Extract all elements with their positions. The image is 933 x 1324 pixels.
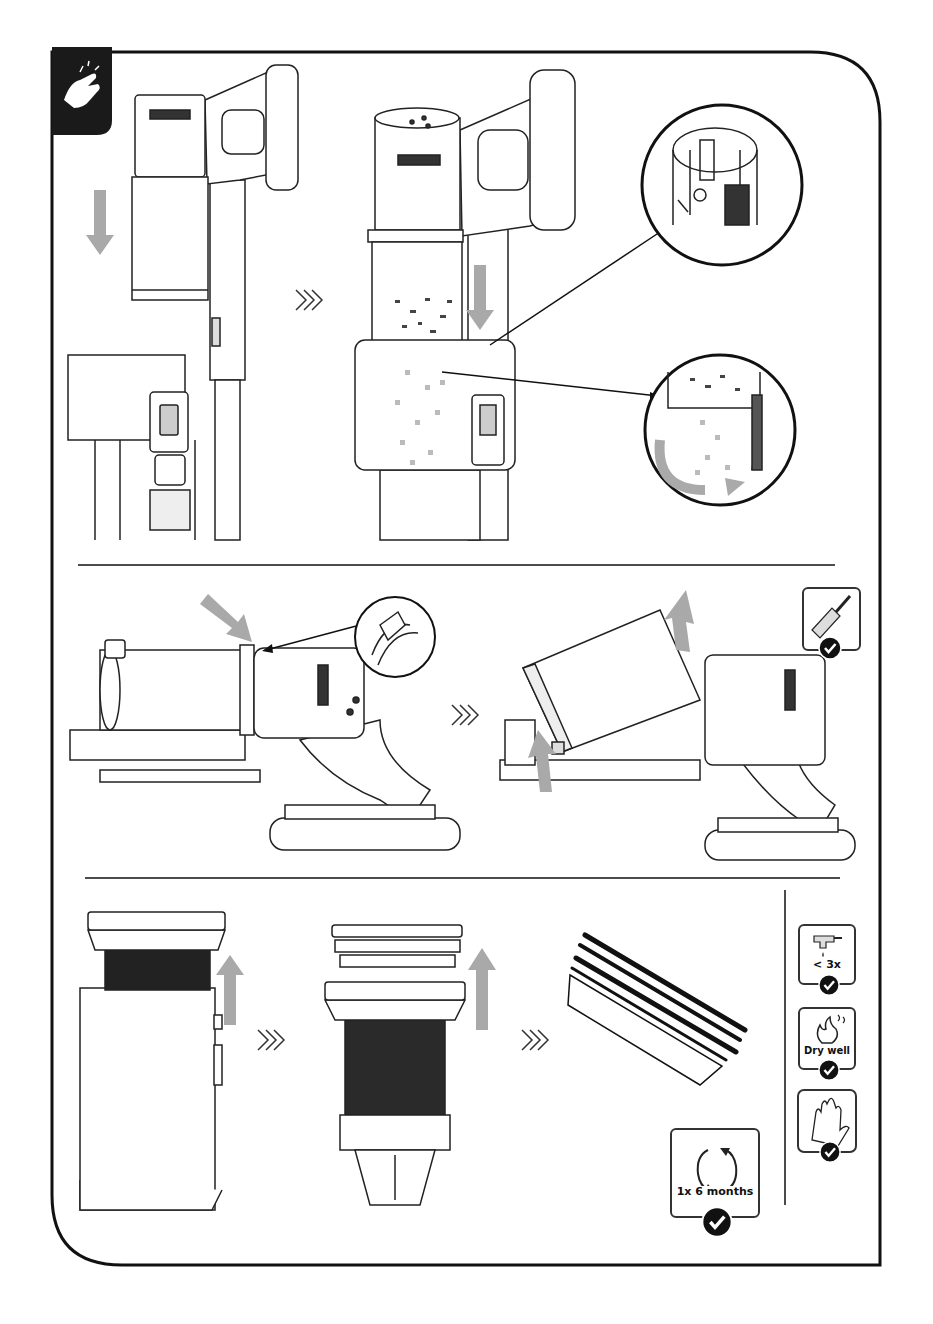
filter-strips [568,935,745,1085]
gloves-icon [798,1090,856,1162]
icon-box: < 3x [798,924,856,985]
grey-arrow [466,265,494,330]
icon-art [800,926,858,987]
grey-arrow [528,730,556,792]
separator [784,890,786,1205]
leader-line [266,625,360,650]
debris [395,298,452,333]
icon-box: Dry well [798,1007,856,1070]
icon-box: 1x 6 months [670,1128,760,1218]
icon-caption: Dry well [803,1045,851,1056]
row3-bin-filter [80,912,225,1210]
icon-art [672,1130,762,1220]
icon-caption: 1x 6 months [676,1186,755,1198]
page-frame [52,52,880,1265]
grey-arrow [216,955,244,1025]
leader-head [262,644,273,653]
icon-art [800,1009,858,1072]
falling-debris [395,370,445,465]
brush-icon [803,588,860,659]
zoom-circle-clip [355,597,435,677]
row-divider [85,877,840,879]
zoom-circle-flap [645,355,795,505]
zoom-circle-latch [642,105,802,265]
cleaning-icon [52,47,112,135]
icon-caption: < 3x [812,959,842,971]
leader-line [442,372,658,396]
row1-left-vacuum [132,65,298,540]
grey-arrow [86,190,114,255]
row3-filter-parts [325,925,465,1205]
grey-arrow [468,948,496,1030]
grey-arrow [664,590,694,652]
row1-middle-vacuum [355,70,575,540]
row-divider [78,564,835,566]
grey-arrow [200,594,252,642]
leader-line [490,232,660,345]
station-inset [68,355,195,540]
